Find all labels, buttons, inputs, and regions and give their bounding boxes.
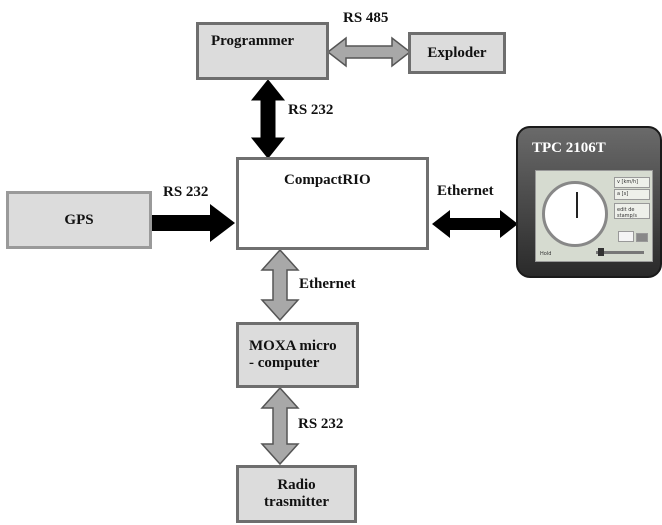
gps-compactrio-label: RS 232 [163,184,209,200]
tpc-button [618,231,634,242]
gps-compactrio-arrow [152,204,235,242]
programmer-label: Programmer [211,33,295,49]
tpc-field-3-label: edit de stamp/s [617,207,637,219]
programmer-compactrio-label: RS 232 [288,102,334,118]
tpc-slider [596,251,644,254]
compactrio-moxa-label: Ethernet [299,276,356,292]
compactrio-label: CompactRIO [284,172,371,188]
compactrio-tpc-arrow [432,210,518,238]
radio-label-line1: Radio [277,477,316,493]
compactrio-box: CompactRIO [236,157,429,250]
tpc-panel: TPC 2106T v [km/h] a [s] edit de stamp/s… [516,126,662,278]
moxa-radio-arrow [260,386,300,466]
gps-label: GPS [64,211,94,228]
tpc-field-3: edit de stamp/s [614,203,650,219]
compactrio-moxa-arrow [260,248,300,322]
rs485-label: RS 485 [343,10,389,26]
tpc-footer-label: Hold [540,251,552,257]
gps-box: GPS [6,191,152,249]
programmer-compactrio-arrow [250,79,286,159]
moxa-radio-label: RS 232 [298,416,344,432]
tpc-screen: v [km/h] a [s] edit de stamp/s Hold [535,170,653,262]
tpc-title: TPC 2106T [532,140,606,156]
radio-label-line2: trasmitter [264,494,329,510]
compactrio-tpc-label: Ethernet [437,183,494,199]
programmer-box: Programmer [196,22,329,80]
tpc-field-2-label: a [s] [617,191,629,197]
tpc-field-2: a [s] [614,189,650,200]
rs485-arrow [326,36,412,68]
tpc-field-1-label: v [km/h] [617,179,639,185]
moxa-box: MOXA micro - computer [236,322,359,388]
tpc-field-1: v [km/h] [614,177,650,188]
gauge-dial [542,181,608,247]
gauge-needle [576,192,578,218]
tpc-indicator [636,233,648,242]
tpc-slider-knob [598,248,604,256]
exploder-box: Exploder [408,32,506,74]
radio-box: Radio trasmitter [236,465,357,523]
moxa-label-line2: - computer [249,355,320,371]
moxa-label-line1: MOXA micro [249,338,337,354]
exploder-label: Exploder [427,44,487,61]
